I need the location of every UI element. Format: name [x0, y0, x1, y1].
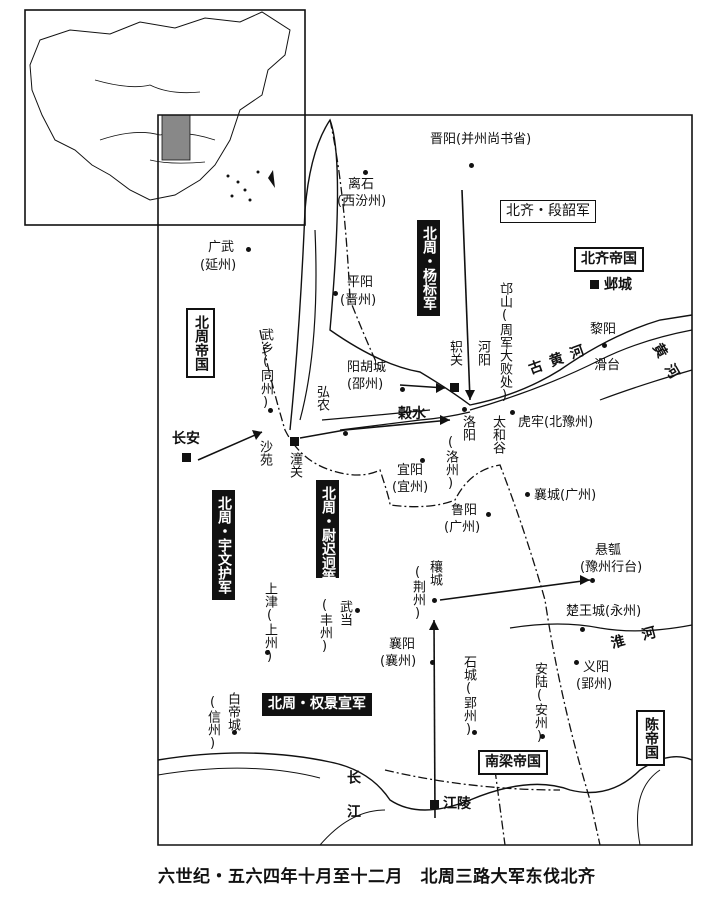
marker-yiyang2 — [574, 660, 579, 665]
map-caption: 六世纪・五六四年十月至十二月 北周三路大军东伐北齐 — [158, 867, 596, 887]
marker-jiangling — [430, 800, 439, 809]
state-label-beizhou: 北周帝国 — [186, 308, 215, 378]
marker-changan — [182, 453, 191, 462]
campaign-arrows — [197, 189, 591, 819]
marker-zhiguan — [450, 383, 459, 392]
label-baidicheng: 白帝城 — [225, 692, 240, 731]
marker-luoyang — [462, 407, 467, 412]
label-guangwu-sub: (延州) — [200, 258, 237, 273]
label-wuxiang: 武乡(同州) — [258, 328, 273, 410]
marker-shicheng — [472, 730, 477, 735]
label-pingyang-sub: (晋州) — [340, 293, 377, 308]
arrow-heads — [252, 383, 590, 630]
marker-pingyang — [333, 291, 338, 296]
label-anlu: 安陆(安州) — [532, 662, 547, 744]
label-yiyang2-sub: (郢州) — [576, 677, 613, 692]
label-shayuan: 沙苑 — [257, 440, 272, 466]
marker-luyang — [486, 512, 491, 517]
label-zhiguan: 轵关 — [447, 340, 462, 366]
label-baidicheng-sub: (信州) — [205, 695, 220, 751]
label-wudang-sub: (丰州) — [317, 598, 332, 654]
label-liyang: 黎阳 — [590, 322, 617, 337]
label-yiyang: 宜阳 — [397, 463, 424, 478]
label-yiyang2: 义阳 — [583, 660, 610, 675]
state-label-nanliang: 南梁帝国 — [478, 750, 548, 775]
label-luoyang: 洛阳 — [460, 415, 475, 441]
map-frame — [157, 114, 693, 846]
label-shangjin: 上津(上州) — [262, 582, 277, 664]
label-wudang: 武当 — [337, 600, 352, 626]
label-tongguan: 潼关 — [287, 452, 302, 478]
army-label-quan-jingxuan: 北周・权景宣军 — [262, 693, 372, 716]
label-xiangyang-sub: (襄州) — [380, 654, 417, 669]
army-label-yuwen-hu: 北周・宇文护军 — [212, 490, 235, 600]
label-chuwangcheng: 楚王城(永州) — [566, 604, 642, 619]
label-yanghucheng: 阳胡城 — [347, 360, 387, 375]
label-rangcheng-sub: (荆州) — [410, 565, 425, 621]
marker-baidicheng — [232, 730, 237, 735]
yellow-river — [289, 118, 693, 431]
label-rangcheng: 穰城 — [427, 560, 442, 586]
label-lishi-sub: (西汾州) — [337, 194, 387, 209]
label-shicheng: 石城(郢州) — [461, 655, 476, 737]
marker-tongguan — [290, 437, 299, 446]
marker-jinyang — [469, 163, 474, 168]
marker-wuxiang — [268, 408, 273, 413]
label-xuanhu: 悬瓠 — [595, 543, 622, 558]
label-yanghucheng-sub: (邵州) — [347, 377, 384, 392]
marker-wudang — [355, 608, 360, 613]
label-heyang: 河阳 — [475, 340, 490, 366]
label-mangshan: 邙山(周军大败处) — [497, 282, 512, 403]
marker-xiangcheng — [525, 492, 530, 497]
marker-hulao — [510, 410, 515, 415]
label-jinyang: 晋阳(并州尚书省) — [430, 132, 532, 147]
label-yecheng: 邺城 — [604, 277, 632, 293]
marker-guangwu — [246, 247, 251, 252]
state-label-chen: 陈帝国 — [636, 710, 665, 766]
marker-liyang — [602, 343, 607, 348]
label-lishi: 离石 — [348, 177, 375, 192]
label-hulao: 虎牢(北豫州) — [518, 415, 594, 430]
label-luoyang-sub: (洛州) — [443, 435, 458, 491]
label-changan: 长安 — [172, 431, 200, 447]
army-label-duan-shao: 北齐・段韶军 — [500, 200, 596, 223]
marker-shangjin — [265, 650, 270, 655]
label-guangwu: 广武 — [208, 240, 235, 255]
state-label-beiqi: 北齐帝国 — [574, 247, 644, 272]
label-xiangyang: 襄阳 — [389, 637, 416, 652]
army-label-yang-biao: 北周・杨标军 — [417, 220, 440, 316]
river-label-gushui: 榖水 — [398, 406, 426, 422]
marker-chuwangcheng — [580, 627, 585, 632]
huai-river — [509, 623, 693, 632]
river-label-changjiang: 长江 — [345, 770, 361, 838]
label-xiangcheng: 襄城(广州) — [534, 488, 597, 503]
label-jiangling: 江陵 — [443, 796, 471, 812]
label-huatai: 滑台 — [594, 358, 621, 373]
label-xuanhu-sub: (豫州行台) — [580, 560, 643, 575]
marker-yiyang — [420, 458, 425, 463]
marker-lishi — [363, 170, 368, 175]
label-hongnong: 弘农 — [314, 385, 329, 411]
label-yiyang-sub: (宜州) — [392, 480, 429, 495]
label-luyang-sub: (广州) — [444, 520, 481, 535]
label-pingyang: 平阳 — [347, 275, 374, 290]
marker-yanghucheng — [400, 387, 405, 392]
marker-xuanhu — [590, 578, 595, 583]
marker-rangcheng — [432, 598, 437, 603]
yangtze-river — [157, 752, 693, 811]
marker-yecheng — [590, 280, 599, 289]
marker-anlu — [540, 734, 545, 739]
label-taihegu: 太和谷 — [490, 415, 505, 454]
army-label-weichi: 北周・尉迟迥等军 — [316, 480, 339, 598]
label-luyang: 鲁阳 — [451, 503, 478, 518]
marker-xiangyang — [430, 660, 435, 665]
inset-locator-map — [24, 9, 306, 226]
marker-hongnong — [343, 431, 348, 436]
